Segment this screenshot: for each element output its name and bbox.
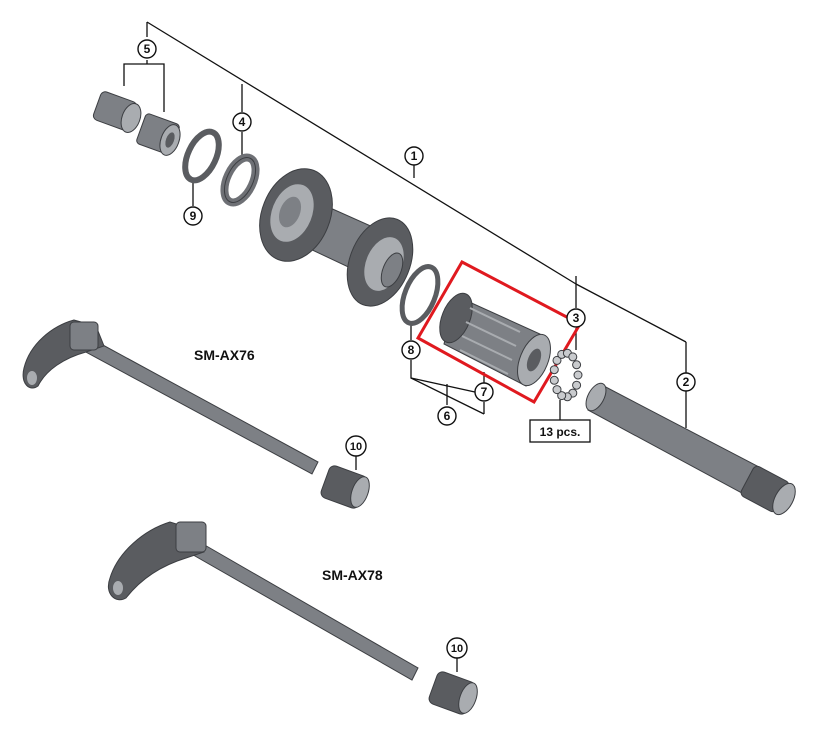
bearing-balls — [549, 348, 583, 402]
callout-2: 2 — [676, 372, 696, 392]
callout-5: 5 — [137, 39, 157, 59]
thru-axle-ax78 — [108, 521, 478, 715]
o-ring-8 — [399, 264, 441, 326]
svg-text:9: 9 — [190, 209, 197, 223]
bearing-ball — [549, 375, 559, 385]
model-label-ax78: SM-AX78 — [322, 567, 383, 583]
svg-text:5: 5 — [144, 42, 151, 56]
freehub-body — [439, 292, 551, 387]
callout-10-top: 10 — [345, 435, 367, 457]
bearing-ball — [572, 360, 582, 370]
callout-4: 4 — [232, 112, 252, 132]
callout-6: 6 — [437, 406, 457, 426]
end-cap-left — [92, 91, 142, 133]
callout-3: 3 — [566, 308, 586, 328]
svg-text:10: 10 — [451, 643, 463, 655]
svg-text:3: 3 — [573, 311, 580, 325]
svg-text:10: 10 — [350, 441, 362, 453]
highlight-box — [415, 260, 583, 405]
svg-text:6: 6 — [444, 409, 451, 423]
thru-axle-ax76 — [22, 319, 370, 509]
callout-9: 9 — [183, 206, 203, 226]
svg-text:2: 2 — [683, 375, 690, 389]
hub-body — [259, 168, 414, 307]
svg-text:8: 8 — [408, 343, 415, 357]
bearing-ball — [549, 365, 559, 375]
callout-10-bottom: 10 — [446, 637, 468, 659]
callout-7: 7 — [474, 382, 494, 402]
callout-1: 1 — [404, 146, 424, 166]
hub-axle-2 — [585, 382, 796, 516]
svg-text:4: 4 — [239, 115, 246, 129]
bearing-ball — [568, 352, 578, 362]
bearing-ball — [552, 355, 562, 365]
svg-text:1: 1 — [411, 149, 418, 163]
bearing-ball — [573, 370, 583, 380]
lock-nut — [136, 113, 181, 156]
bearing-ball — [557, 391, 567, 401]
bearing-ring-4 — [220, 153, 260, 207]
svg-text:7: 7 — [481, 385, 488, 399]
bearing-ball — [572, 380, 582, 390]
callout-8: 8 — [401, 340, 421, 360]
washer-9 — [182, 128, 222, 184]
quantity-label: 13 pcs. — [529, 419, 591, 443]
model-label-ax76: SM-AX76 — [194, 347, 255, 363]
bearing-ball — [552, 385, 562, 395]
svg-text:13 pcs.: 13 pcs. — [540, 425, 581, 439]
